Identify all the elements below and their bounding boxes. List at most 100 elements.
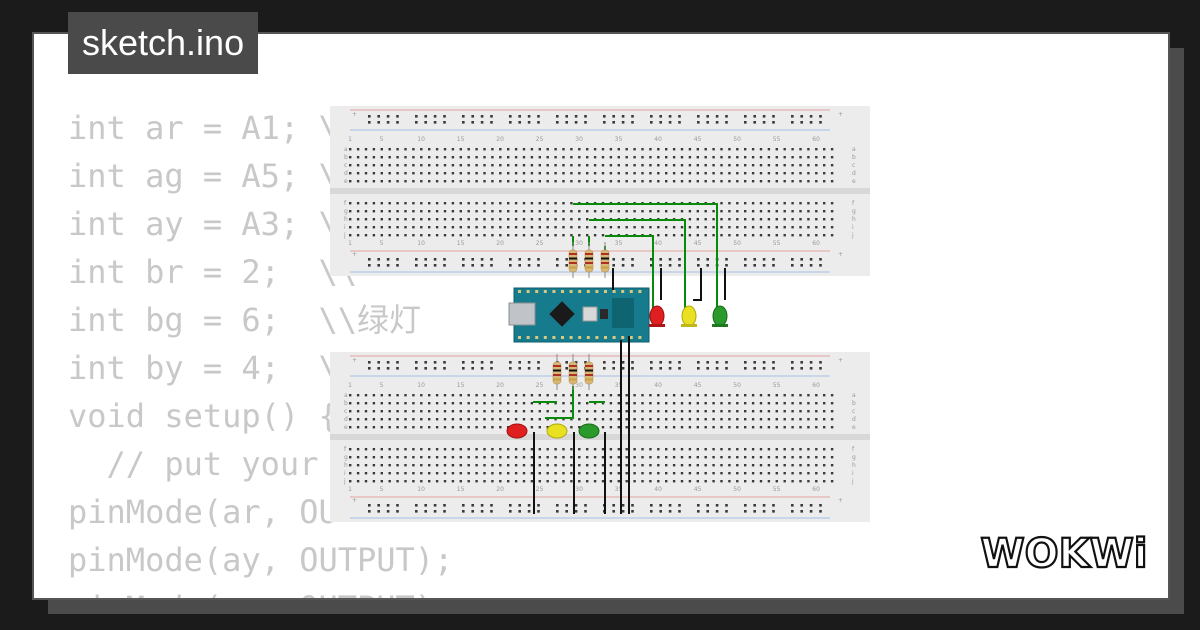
breadboard-row-letter: h: [344, 216, 348, 223]
breadboard-row-letter: h: [852, 462, 856, 469]
breadboard-column-number: 25: [536, 136, 544, 143]
breadboard-column-number: 60: [812, 136, 820, 143]
breadboard-row-letter: b: [852, 154, 856, 161]
header-pin: [552, 290, 556, 293]
breadboard-column-number: 15: [457, 382, 465, 389]
wokwi-logo: WOKWi: [979, 530, 1148, 576]
logo-text: WOKWi: [981, 531, 1148, 576]
breadboard-row-letter: d: [852, 170, 856, 177]
breadboard-row-letter: a: [852, 392, 856, 399]
reset-button: [582, 306, 598, 322]
resistor[interactable]: [568, 354, 578, 390]
breadboard-column-number: 25: [536, 240, 544, 247]
header-pin: [621, 290, 625, 293]
breadboard-row-letter: a: [344, 146, 348, 153]
arduino-nano[interactable]: [508, 287, 650, 343]
breadboard-row-letter: h: [852, 216, 856, 223]
svg-text:+: +: [352, 111, 357, 118]
breadboard-row-letter: g: [852, 208, 856, 215]
breadboard-column-number: 15: [457, 136, 465, 143]
header-pin: [569, 336, 573, 339]
breadboard-column-number: 35: [615, 240, 623, 247]
breadboard-column-number: 30: [575, 240, 583, 247]
breadboard-top: 1155101015152020252530303535404045455050…: [330, 106, 870, 276]
breadboard-column-number: 30: [575, 486, 583, 493]
breadboard-column-number: 40: [654, 486, 662, 493]
resistor[interactable]: [584, 354, 594, 390]
breadboard-row-letter: d: [344, 416, 348, 423]
breadboard-row-letter: c: [852, 162, 855, 169]
breadboard-row-letter: b: [852, 400, 856, 407]
header-pin: [552, 336, 556, 339]
breadboard-row-letter: g: [344, 208, 348, 215]
header-pin: [621, 336, 625, 339]
header-pin: [535, 336, 539, 339]
breadboard-row-letter: d: [344, 170, 348, 177]
breadboard-row-letter: f: [852, 200, 855, 207]
header-pin: [518, 290, 521, 293]
breadboard-row-letter: j: [343, 478, 346, 485]
header-pin: [638, 336, 642, 339]
breadboard-column-number: 50: [733, 382, 741, 389]
breadboard-row-letter: i: [344, 224, 346, 231]
breadboard-column-number: 1: [348, 486, 352, 493]
header-pin: [595, 290, 599, 293]
led-red-bottom[interactable]: [506, 423, 528, 439]
header-pin: [535, 290, 539, 293]
breadboard-column-number: 55: [773, 240, 781, 247]
breadboard-column-number: 45: [694, 486, 702, 493]
breadboard-column-number: 1: [348, 382, 352, 389]
breadboard-column-number: 35: [615, 382, 623, 389]
resistor[interactable]: [568, 242, 578, 278]
breadboard-column-number: 40: [654, 240, 662, 247]
breadboard-column-number: 40: [654, 136, 662, 143]
breadboard-row-letter: c: [852, 408, 855, 415]
breadboard-column-number: 10: [417, 486, 425, 493]
header-pin: [612, 290, 616, 293]
resistor[interactable]: [600, 242, 610, 278]
breadboard-column-number: 50: [733, 240, 741, 247]
led-green-bottom[interactable]: [578, 423, 600, 439]
svg-text:+: +: [352, 497, 357, 504]
header-pin: [586, 290, 590, 293]
breadboard-column-number: 15: [457, 240, 465, 247]
breadboard-row-letter: d: [852, 416, 856, 423]
led-yellow-top[interactable]: [681, 305, 697, 327]
led-red-top[interactable]: [649, 305, 665, 327]
breadboard-column-number: 5: [380, 486, 384, 493]
header-pin: [518, 336, 521, 339]
header-pin: [543, 290, 547, 293]
breadboard-row-letter: f: [344, 446, 347, 453]
code-line: void setup() {: [68, 397, 338, 435]
code-line: int bg = 6; \\绿灯: [68, 301, 421, 339]
header-pin: [543, 336, 547, 339]
breadboard-row-letter: i: [344, 470, 346, 477]
header-pin: [578, 336, 582, 339]
led-yellow-bottom[interactable]: [546, 423, 568, 439]
svg-text:+: +: [838, 497, 843, 504]
breadboard-column-number: 50: [733, 486, 741, 493]
breadboard-row-letter: j: [851, 478, 854, 485]
breadboard-column-number: 30: [575, 382, 583, 389]
svg-text:+: +: [352, 357, 357, 364]
breadboard-row-letter: g: [344, 454, 348, 461]
breadboard-column-number: 30: [575, 136, 583, 143]
breadboard-column-number: 20: [496, 382, 504, 389]
breadboard-row-letter: h: [344, 462, 348, 469]
breadboard-row-letter: f: [852, 446, 855, 453]
resistor[interactable]: [584, 242, 594, 278]
breadboard-column-number: 20: [496, 486, 504, 493]
breadboard-column-number: 45: [694, 136, 702, 143]
resistor[interactable]: [552, 354, 562, 390]
breadboard-row-letter: b: [344, 400, 348, 407]
code-line: int ar = A1; \\: [68, 109, 357, 147]
breadboard-column-number: 20: [496, 240, 504, 247]
header-pin: [638, 290, 642, 293]
microcontroller-chip: [549, 301, 575, 327]
breadboard-row-letter: b: [344, 154, 348, 161]
led-green-top[interactable]: [712, 305, 728, 327]
breadboard-column-number: 25: [536, 382, 544, 389]
code-line: int ag = A5; \\: [68, 157, 357, 195]
breadboard-column-number: 55: [773, 486, 781, 493]
